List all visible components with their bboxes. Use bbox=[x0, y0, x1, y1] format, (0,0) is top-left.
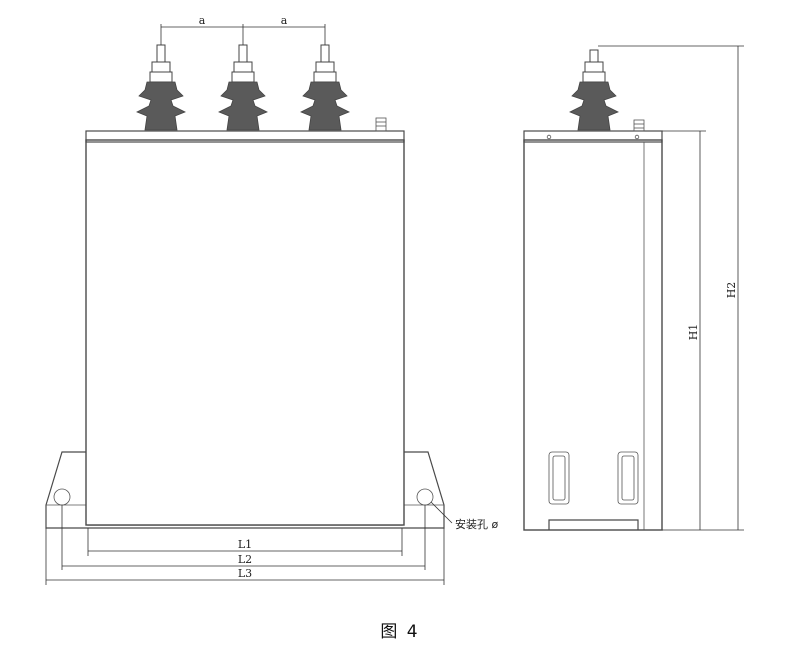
side-lid-bolt bbox=[633, 119, 645, 132]
dim-label-l1: L1 bbox=[238, 538, 252, 551]
bracket-slot-right bbox=[617, 451, 639, 505]
front-lid bbox=[85, 130, 405, 143]
mount-hole-leader bbox=[430, 501, 453, 524]
bushing-1 bbox=[136, 44, 186, 131]
side-lid bbox=[523, 130, 663, 143]
mount-hole-label: 安装孔 ø bbox=[455, 517, 498, 531]
front-case bbox=[85, 139, 405, 526]
dim-label-h1: H1 bbox=[687, 324, 700, 341]
mount-hole-right bbox=[416, 488, 434, 506]
bushing-3 bbox=[300, 44, 350, 131]
dim-label-l3: L3 bbox=[238, 567, 252, 580]
dim-label-l2: L2 bbox=[238, 553, 252, 566]
bottom-dimensions bbox=[45, 505, 445, 585]
bushing-2 bbox=[218, 44, 268, 131]
dim-label-h2: H2 bbox=[725, 282, 738, 299]
pitch-label-1: a bbox=[199, 14, 206, 27]
side-bushing bbox=[569, 49, 619, 131]
figure-caption: 图 4 bbox=[380, 622, 420, 642]
front-view: a a 安装孔 ø L1 L2 L3 bbox=[45, 14, 498, 585]
bracket-slot-left bbox=[548, 451, 570, 505]
side-view: H1 H2 bbox=[523, 45, 744, 531]
front-lid-bolt bbox=[375, 117, 387, 132]
pitch-label-2: a bbox=[281, 14, 288, 27]
side-case bbox=[523, 139, 663, 531]
side-bracket bbox=[548, 519, 639, 530]
mount-hole-left bbox=[53, 488, 71, 506]
